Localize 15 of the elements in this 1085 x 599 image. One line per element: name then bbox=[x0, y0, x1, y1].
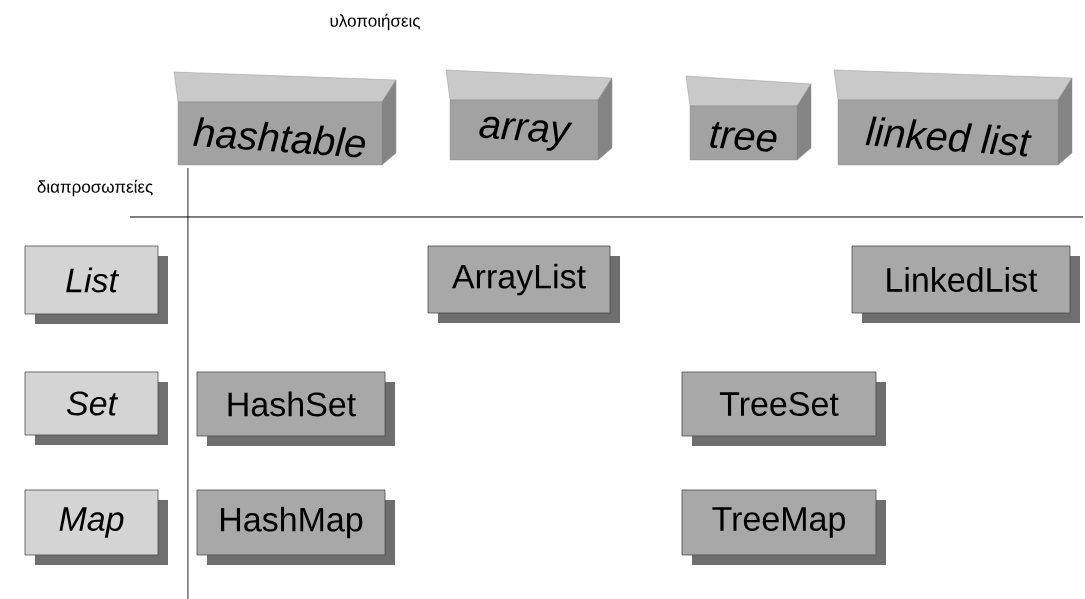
class-box: ArrayList bbox=[427, 245, 620, 323]
block-3d: linked list bbox=[833, 69, 1073, 166]
class-box: TreeMap bbox=[681, 489, 886, 565]
class-box: HashMap bbox=[196, 489, 395, 565]
block-3d: tree bbox=[685, 75, 812, 161]
block-3d: hashtable bbox=[173, 71, 397, 166]
interface-box: Map bbox=[24, 489, 168, 565]
class-box: TreeSet bbox=[681, 371, 886, 446]
axis-label: υλοποιήσεις bbox=[330, 13, 420, 31]
axis-label: διαπροσωπείες bbox=[37, 179, 153, 197]
class-box: LinkedList bbox=[851, 245, 1080, 323]
class-box: HashSet bbox=[196, 371, 395, 446]
interface-box: List bbox=[24, 245, 168, 324]
interface-box: Set bbox=[24, 371, 168, 445]
block-3d: array bbox=[445, 69, 613, 161]
